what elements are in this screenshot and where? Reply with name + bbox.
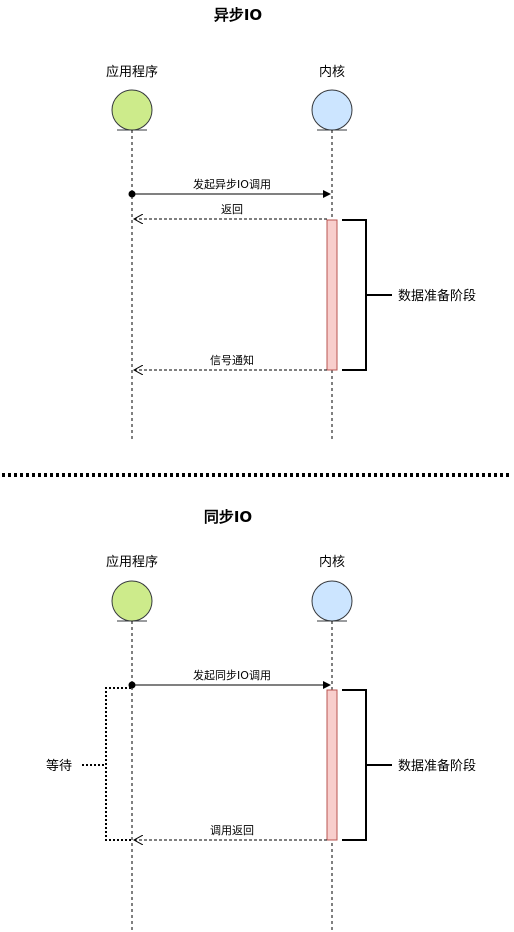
async-kernel-label: 内核 <box>319 64 345 80</box>
async-title: 异步IO <box>214 6 262 24</box>
async-app-label: 应用程序 <box>106 64 158 80</box>
sync-return-msg: 调用返回 <box>210 824 254 837</box>
sync-kernel-label: 内核 <box>319 554 345 570</box>
sync-activation-bar <box>326 689 338 841</box>
sync-section: 同步IO 应用程序 内核 发起同步IO调用 调用返回 等待 数据准备阶段 <box>46 508 476 930</box>
sync-title: 同步IO <box>204 508 252 526</box>
sync-wait-label: 等待 <box>46 758 72 774</box>
async-phase-label: 数据准备阶段 <box>398 288 476 304</box>
sync-phase-bracket <box>342 689 392 841</box>
sync-wait-bracket <box>105 687 131 841</box>
sync-call-msg: 发起同步IO调用 <box>193 668 271 682</box>
async-return-msg: 返回 <box>221 203 243 216</box>
sync-kernel-actor <box>311 580 353 622</box>
async-kernel-actor <box>311 89 353 131</box>
async-section: 异步IO 应用程序 内核 发起异步IO调用 返回 信号通知 数据准备阶段 <box>106 6 476 440</box>
async-activation-bar <box>326 219 338 371</box>
sync-app-label: 应用程序 <box>106 554 158 570</box>
async-call-msg: 发起异步IO调用 <box>193 177 271 191</box>
sync-phase-label: 数据准备阶段 <box>398 758 476 774</box>
async-notify-msg: 信号通知 <box>210 353 254 367</box>
async-phase-bracket <box>342 219 392 371</box>
async-app-actor <box>111 89 153 131</box>
sync-app-actor <box>111 580 153 622</box>
